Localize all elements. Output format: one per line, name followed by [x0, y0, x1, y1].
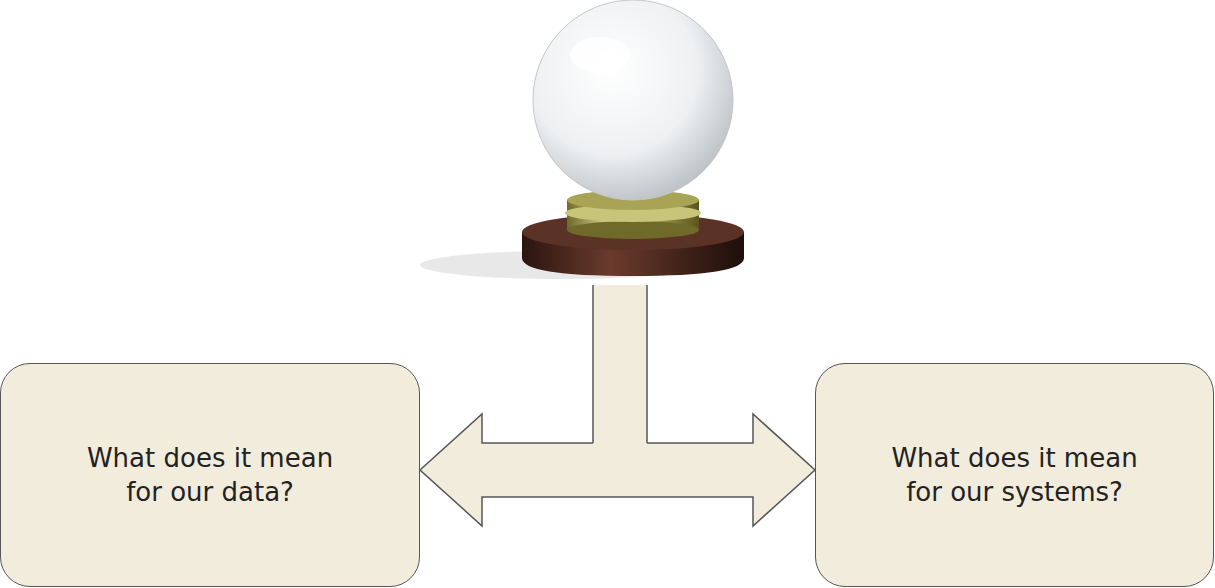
stem-fill	[593, 285, 647, 445]
stem-line	[646, 285, 648, 443]
question-text: What does it mean for our systems?	[870, 441, 1160, 509]
stem-line	[592, 285, 594, 443]
question-box: What does it mean for our data?	[0, 363, 420, 587]
question-text: What does it mean for our data?	[65, 441, 355, 509]
question-box: What does it mean for our systems?	[815, 363, 1214, 587]
